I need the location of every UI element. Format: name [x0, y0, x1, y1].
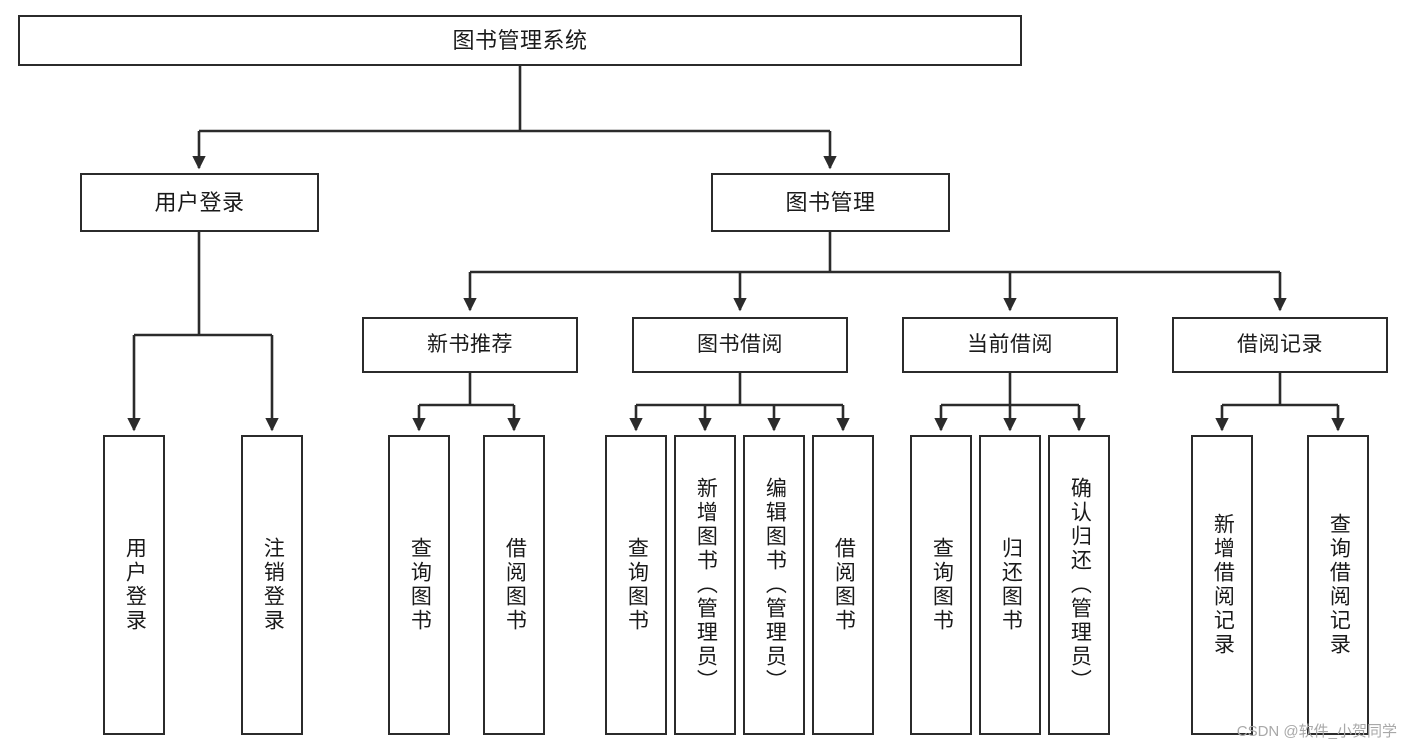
node-new-book-recommend-label: 新书推荐	[427, 332, 513, 356]
node-leaf-query-book-2[interactable]: 查询图书	[605, 435, 667, 735]
node-user-login[interactable]: 用户登录	[80, 173, 319, 232]
node-leaf-user-login[interactable]: 用户登录	[103, 435, 165, 735]
node-borrow-record[interactable]: 借阅记录	[1172, 317, 1388, 373]
node-leaf-add-record-label: 新增借阅记录	[1211, 513, 1235, 657]
node-leaf-borrow-book-2[interactable]: 借阅图书	[812, 435, 874, 735]
node-leaf-query-book-1[interactable]: 查询图书	[388, 435, 450, 735]
node-leaf-add-book-label: 新增图书（管理员）	[694, 477, 718, 693]
node-leaf-user-login-label: 用户登录	[123, 537, 147, 633]
node-leaf-logout-label: 注销登录	[261, 537, 285, 633]
node-leaf-query-book-1-label: 查询图书	[408, 537, 432, 633]
csdn-watermark: CSDN @软件_小贺同学	[1236, 723, 1397, 740]
node-book-borrow[interactable]: 图书借阅	[632, 317, 848, 373]
node-leaf-borrow-book-1-label: 借阅图书	[503, 537, 527, 633]
node-current-borrow[interactable]: 当前借阅	[902, 317, 1118, 373]
node-leaf-query-book-3-label: 查询图书	[930, 537, 954, 633]
node-new-book-recommend[interactable]: 新书推荐	[362, 317, 578, 373]
node-leaf-confirm-return[interactable]: 确认归还（管理员）	[1048, 435, 1110, 735]
node-leaf-logout[interactable]: 注销登录	[241, 435, 303, 735]
node-leaf-return-book[interactable]: 归还图书	[979, 435, 1041, 735]
node-leaf-add-book[interactable]: 新增图书（管理员）	[674, 435, 736, 735]
node-leaf-edit-book[interactable]: 编辑图书（管理员）	[743, 435, 805, 735]
node-leaf-query-record-label: 查询借阅记录	[1327, 513, 1351, 657]
node-leaf-add-record[interactable]: 新增借阅记录	[1191, 435, 1253, 735]
node-leaf-borrow-book-2-label: 借阅图书	[832, 537, 856, 633]
node-leaf-query-book-3[interactable]: 查询图书	[910, 435, 972, 735]
node-leaf-borrow-book-1[interactable]: 借阅图书	[483, 435, 545, 735]
node-user-login-label: 用户登录	[154, 189, 245, 215]
node-book-manage-label: 图书管理	[785, 189, 876, 215]
node-book-borrow-label: 图书借阅	[697, 332, 783, 356]
node-root[interactable]: 图书管理系统	[18, 15, 1022, 66]
node-leaf-return-book-label: 归还图书	[999, 537, 1023, 633]
node-book-manage[interactable]: 图书管理	[711, 173, 950, 232]
node-borrow-record-label: 借阅记录	[1237, 332, 1323, 356]
node-root-label: 图书管理系统	[452, 27, 588, 53]
node-current-borrow-label: 当前借阅	[967, 332, 1053, 356]
node-leaf-query-book-2-label: 查询图书	[625, 537, 649, 633]
node-leaf-edit-book-label: 编辑图书（管理员）	[763, 477, 787, 693]
node-leaf-confirm-return-label: 确认归还（管理员）	[1068, 477, 1092, 693]
node-leaf-query-record[interactable]: 查询借阅记录	[1307, 435, 1369, 735]
